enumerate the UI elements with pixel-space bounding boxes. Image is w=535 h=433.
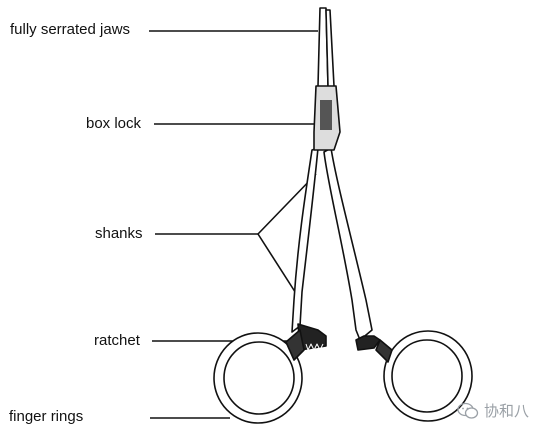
left-ring-shoulder — [285, 329, 305, 361]
left-shank — [291, 147, 319, 333]
watermark: 协和八 — [457, 400, 529, 421]
box-lock-slot — [320, 100, 332, 130]
right-finger-ring-inner — [391, 339, 463, 413]
watermark-text: 协和八 — [483, 402, 529, 420]
label-box-lock: box lock — [86, 115, 142, 132]
hemostat-instrument — [213, 7, 473, 424]
right-ring-shoulder — [375, 339, 393, 363]
right-shank — [323, 147, 373, 341]
label-shanks: shanks — [95, 225, 143, 242]
left-ratchet-teeth — [305, 343, 324, 351]
label-fully-serrated-jaws: fully serrated jaws — [10, 21, 131, 38]
shanks-lower-pointer — [257, 233, 300, 299]
leader-lines — [149, 30, 318, 419]
label-finger-rings: finger rings — [9, 408, 84, 425]
label-ratchet: ratchet — [94, 332, 140, 349]
left-finger-ring-inner — [223, 341, 295, 415]
wechat-chat-icon — [457, 402, 479, 419]
